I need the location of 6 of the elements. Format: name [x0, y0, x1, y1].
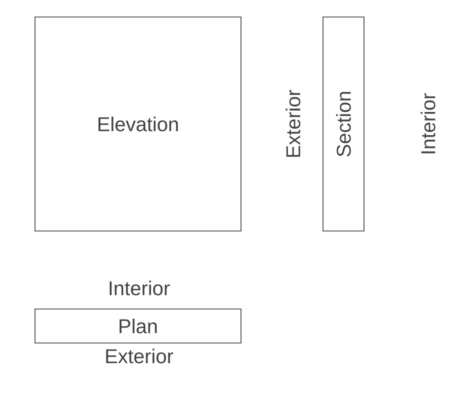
view-box: Section — [322, 16, 364, 232]
side-label: Exterior — [286, 90, 300, 157]
view-box: Elevation — [34, 16, 242, 232]
side-label: Interior — [110, 280, 170, 296]
view-box: Plan — [34, 308, 242, 344]
side-label: Interior — [420, 93, 436, 154]
